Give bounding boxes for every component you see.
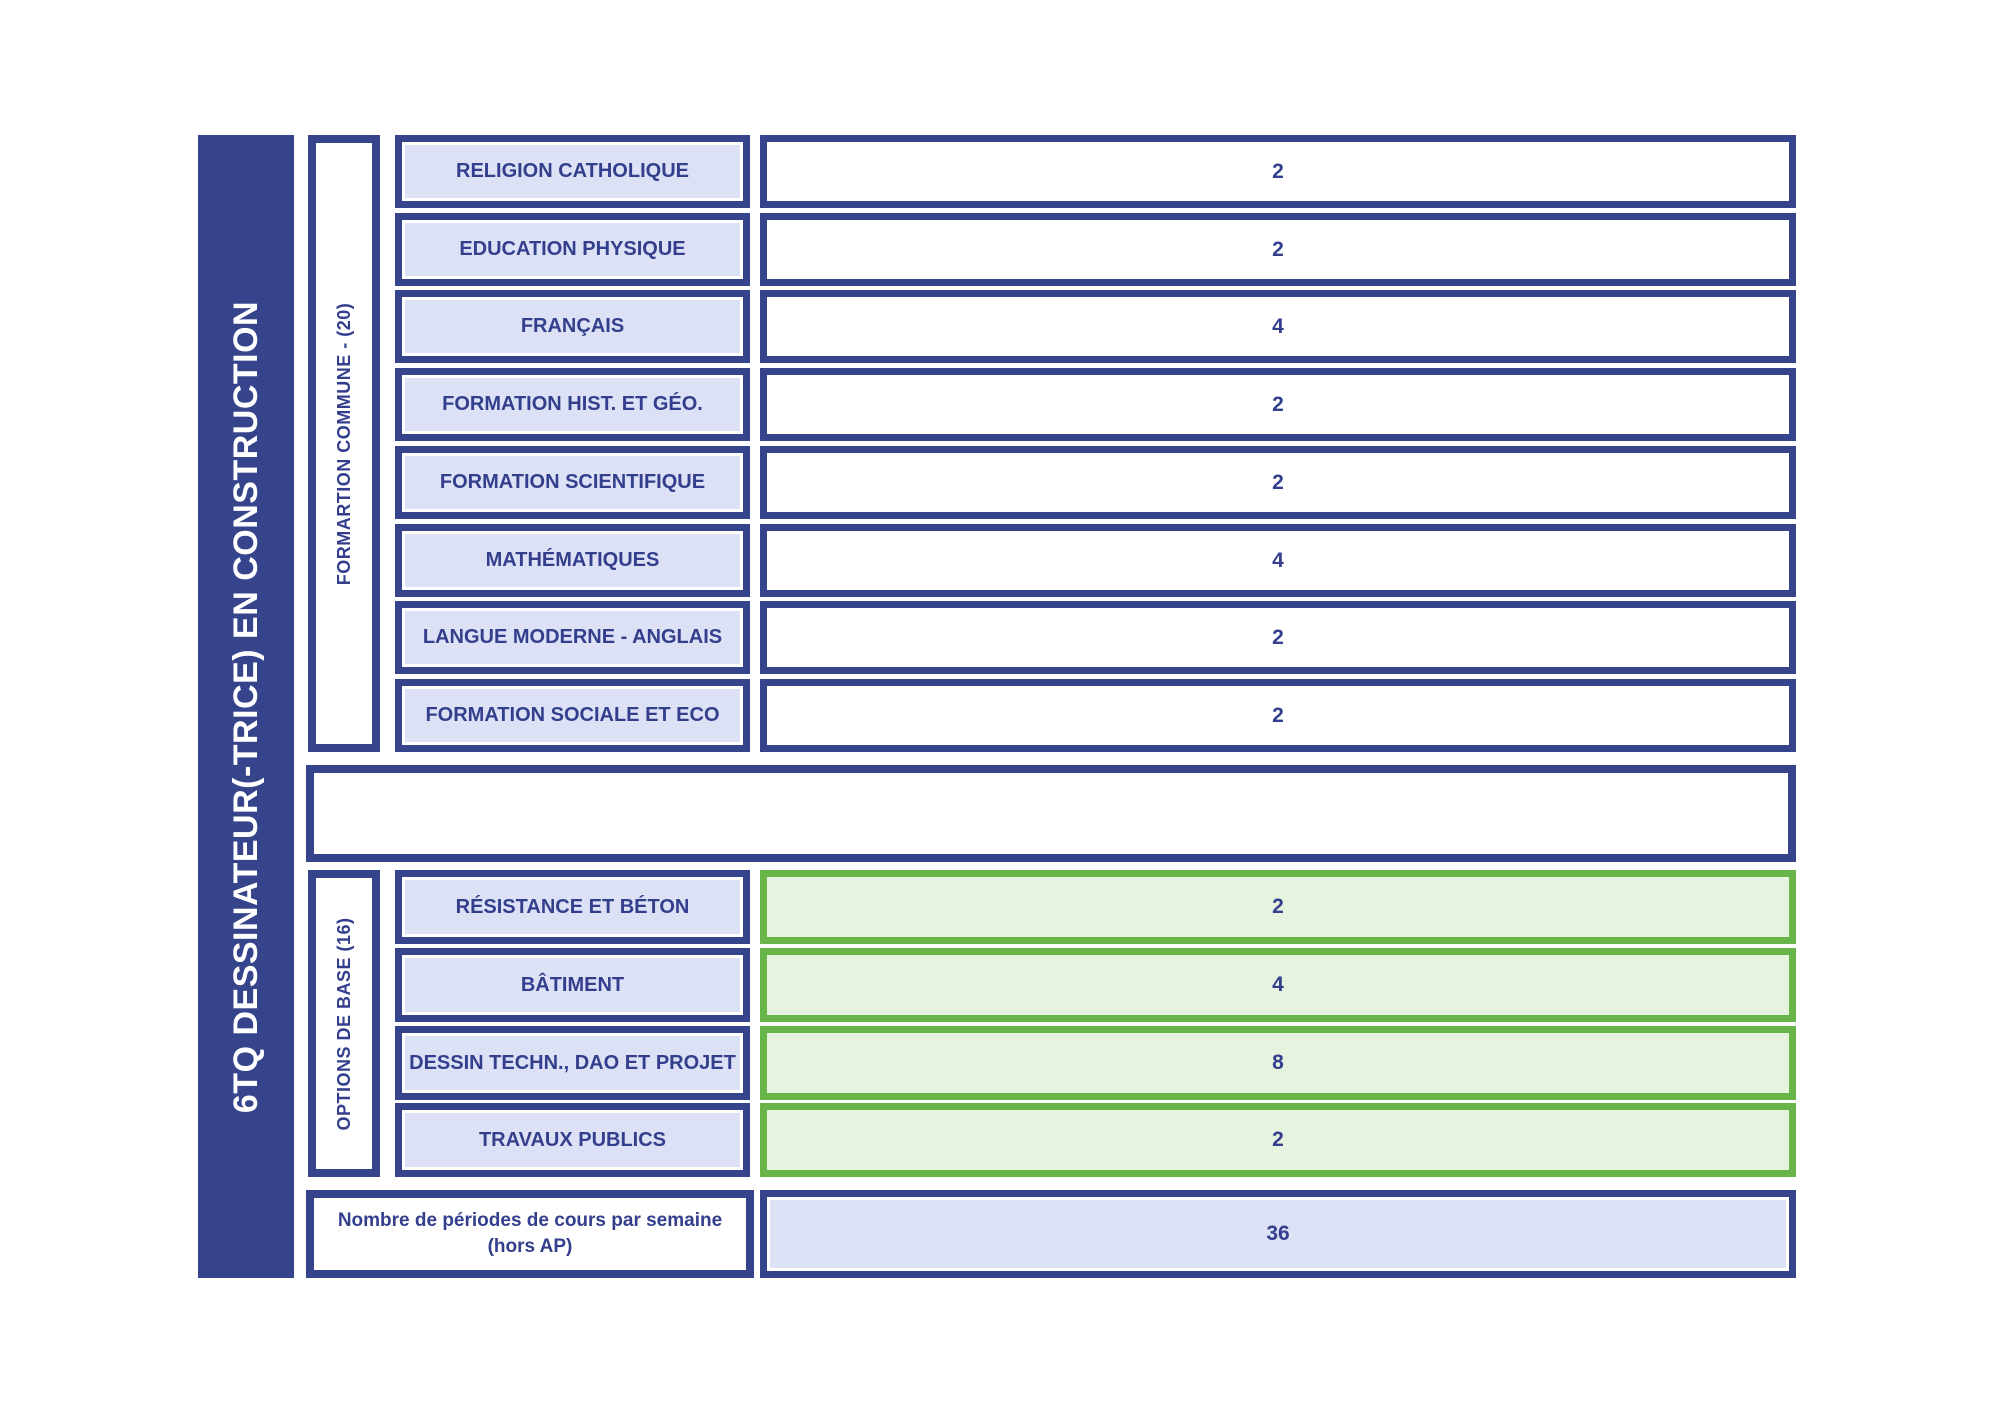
value-cell-scientifique: 2	[760, 446, 1796, 519]
subject-cell-francais: FRANÇAIS	[395, 290, 750, 363]
subject-cell-hist-geo: FORMATION HIST. ET GÉO.	[395, 368, 750, 441]
group-box-formation-commune: FORMARTION COMMUNE - (20)	[308, 135, 380, 752]
empty-row	[306, 765, 1796, 862]
subject-cell-langue-moderne: LANGUE MODERNE - ANGLAIS	[395, 601, 750, 674]
value-cell-education-physique: 2	[760, 213, 1796, 286]
value-cell-dessin-dao: 8	[760, 1026, 1796, 1100]
group-label-options-de-base: OPTIONS DE BASE (16)	[333, 916, 354, 1131]
subject-cell-batiment: BÂTIMENT	[395, 948, 750, 1022]
total-label-line1: Nombre de périodes de cours par semaine	[337, 1210, 723, 1232]
value-cell-hist-geo: 2	[760, 368, 1796, 441]
page-title: 6TQ DESSINATEUR(-TRICE) EN CONSTRUCTION	[226, 300, 265, 1113]
value-cell-francais: 4	[760, 290, 1796, 363]
value-cell-resistance-beton: 2	[760, 870, 1796, 944]
subject-cell-dessin-dao: DESSIN TECHN., DAO ET PROJET	[395, 1026, 750, 1100]
value-cell-langue-moderne: 2	[760, 601, 1796, 674]
group-box-options-de-base: OPTIONS DE BASE (16)	[308, 870, 380, 1177]
value-cell-sociale-eco: 2	[760, 679, 1796, 752]
value-cell-religion: 2	[760, 135, 1796, 208]
group-label-formation-commune: FORMARTION COMMUNE - (20)	[333, 302, 354, 585]
total-value-cell: 36	[760, 1190, 1796, 1278]
subject-cell-mathematiques: MATHÉMATIQUES	[395, 524, 750, 597]
subject-cell-travaux-publics: TRAVAUX PUBLICS	[395, 1103, 750, 1177]
subject-cell-scientifique: FORMATION SCIENTIFIQUE	[395, 446, 750, 519]
subject-cell-religion: RELIGION CATHOLIQUE	[395, 135, 750, 208]
total-label: Nombre de périodes de cours par semaine …	[306, 1190, 754, 1278]
subject-cell-sociale-eco: FORMATION SOCIALE ET ECO	[395, 679, 750, 752]
value-cell-travaux-publics: 2	[760, 1103, 1796, 1177]
subject-cell-resistance-beton: RÉSISTANCE ET BÉTON	[395, 870, 750, 944]
total-label-line2: (hors AP)	[487, 1236, 573, 1257]
value-cell-batiment: 4	[760, 948, 1796, 1022]
subject-cell-education-physique: EDUCATION PHYSIQUE	[395, 213, 750, 286]
title-bar: 6TQ DESSINATEUR(-TRICE) EN CONSTRUCTION	[198, 135, 294, 1278]
value-cell-mathematiques: 4	[760, 524, 1796, 597]
